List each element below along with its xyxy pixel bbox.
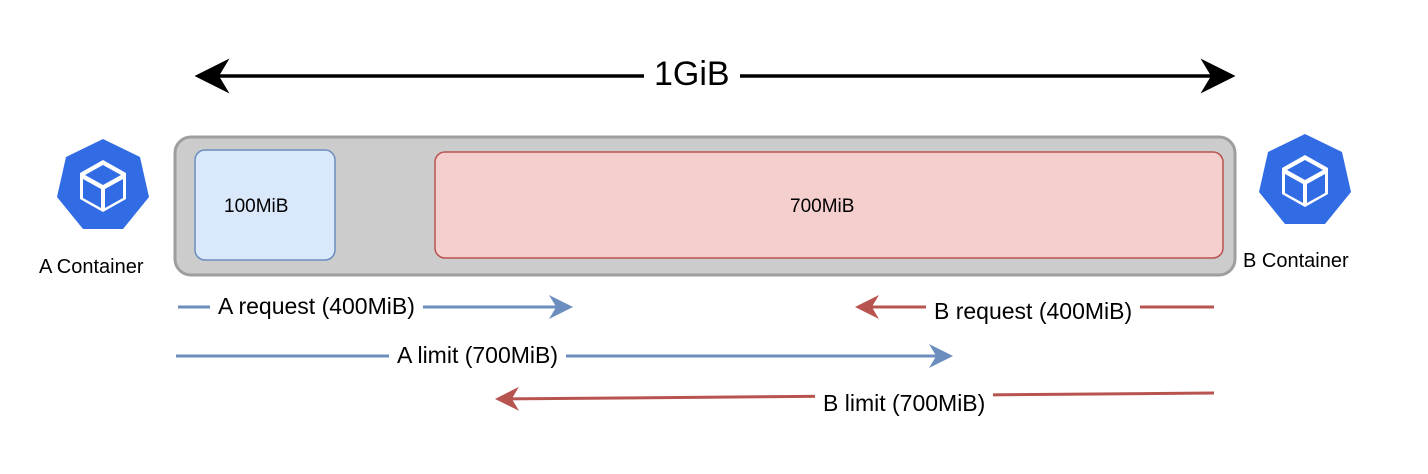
total-size-label: 1GiB bbox=[644, 57, 740, 91]
a-container-label: A Container bbox=[39, 256, 144, 278]
a-memory-block bbox=[194, 149, 336, 261]
b-memory-block bbox=[434, 151, 1224, 259]
b-request-label: B request (400MiB) bbox=[926, 300, 1141, 323]
kubernetes-container-icon bbox=[1259, 134, 1351, 224]
b-container-label: B Container bbox=[1243, 250, 1349, 272]
b-limit-label: B limit (700MiB) bbox=[815, 392, 994, 415]
b-block-label: 700MiB bbox=[790, 196, 855, 217]
a-request-label: A request (400MiB) bbox=[210, 295, 423, 318]
a-limit-label: A limit (700MiB) bbox=[389, 344, 567, 367]
kubernetes-container-icon bbox=[57, 139, 149, 229]
a-block-label: 100MiB bbox=[224, 196, 289, 217]
